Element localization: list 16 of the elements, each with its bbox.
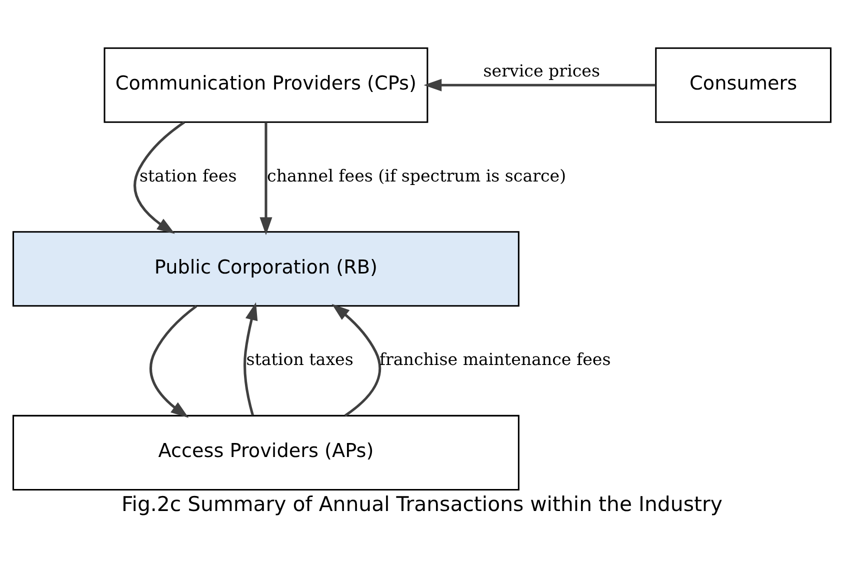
arrow: [332, 303, 382, 416]
edge-label: channel fees (if spectrum is scarce): [267, 166, 566, 185]
node-box: Public Corporation (RB): [12, 230, 520, 306]
edge-label: station fees: [140, 166, 237, 185]
arrow: [150, 304, 198, 418]
edge-label: station taxes: [246, 350, 354, 369]
caption: Fig.2c Summary of Annual Transactions within the Industry: [122, 492, 722, 516]
node-box: Access Providers (APs): [12, 414, 520, 490]
edge-label: service prices: [483, 61, 600, 80]
edge-label: franchise maintenance fees: [379, 350, 611, 369]
arrow: [424, 78, 656, 91]
node-box: Communication Providers (CPs): [104, 46, 428, 122]
node-box: Consumers: [655, 46, 832, 122]
arrow: [260, 122, 272, 235]
arrow: [134, 120, 186, 234]
arrow: [244, 302, 258, 416]
